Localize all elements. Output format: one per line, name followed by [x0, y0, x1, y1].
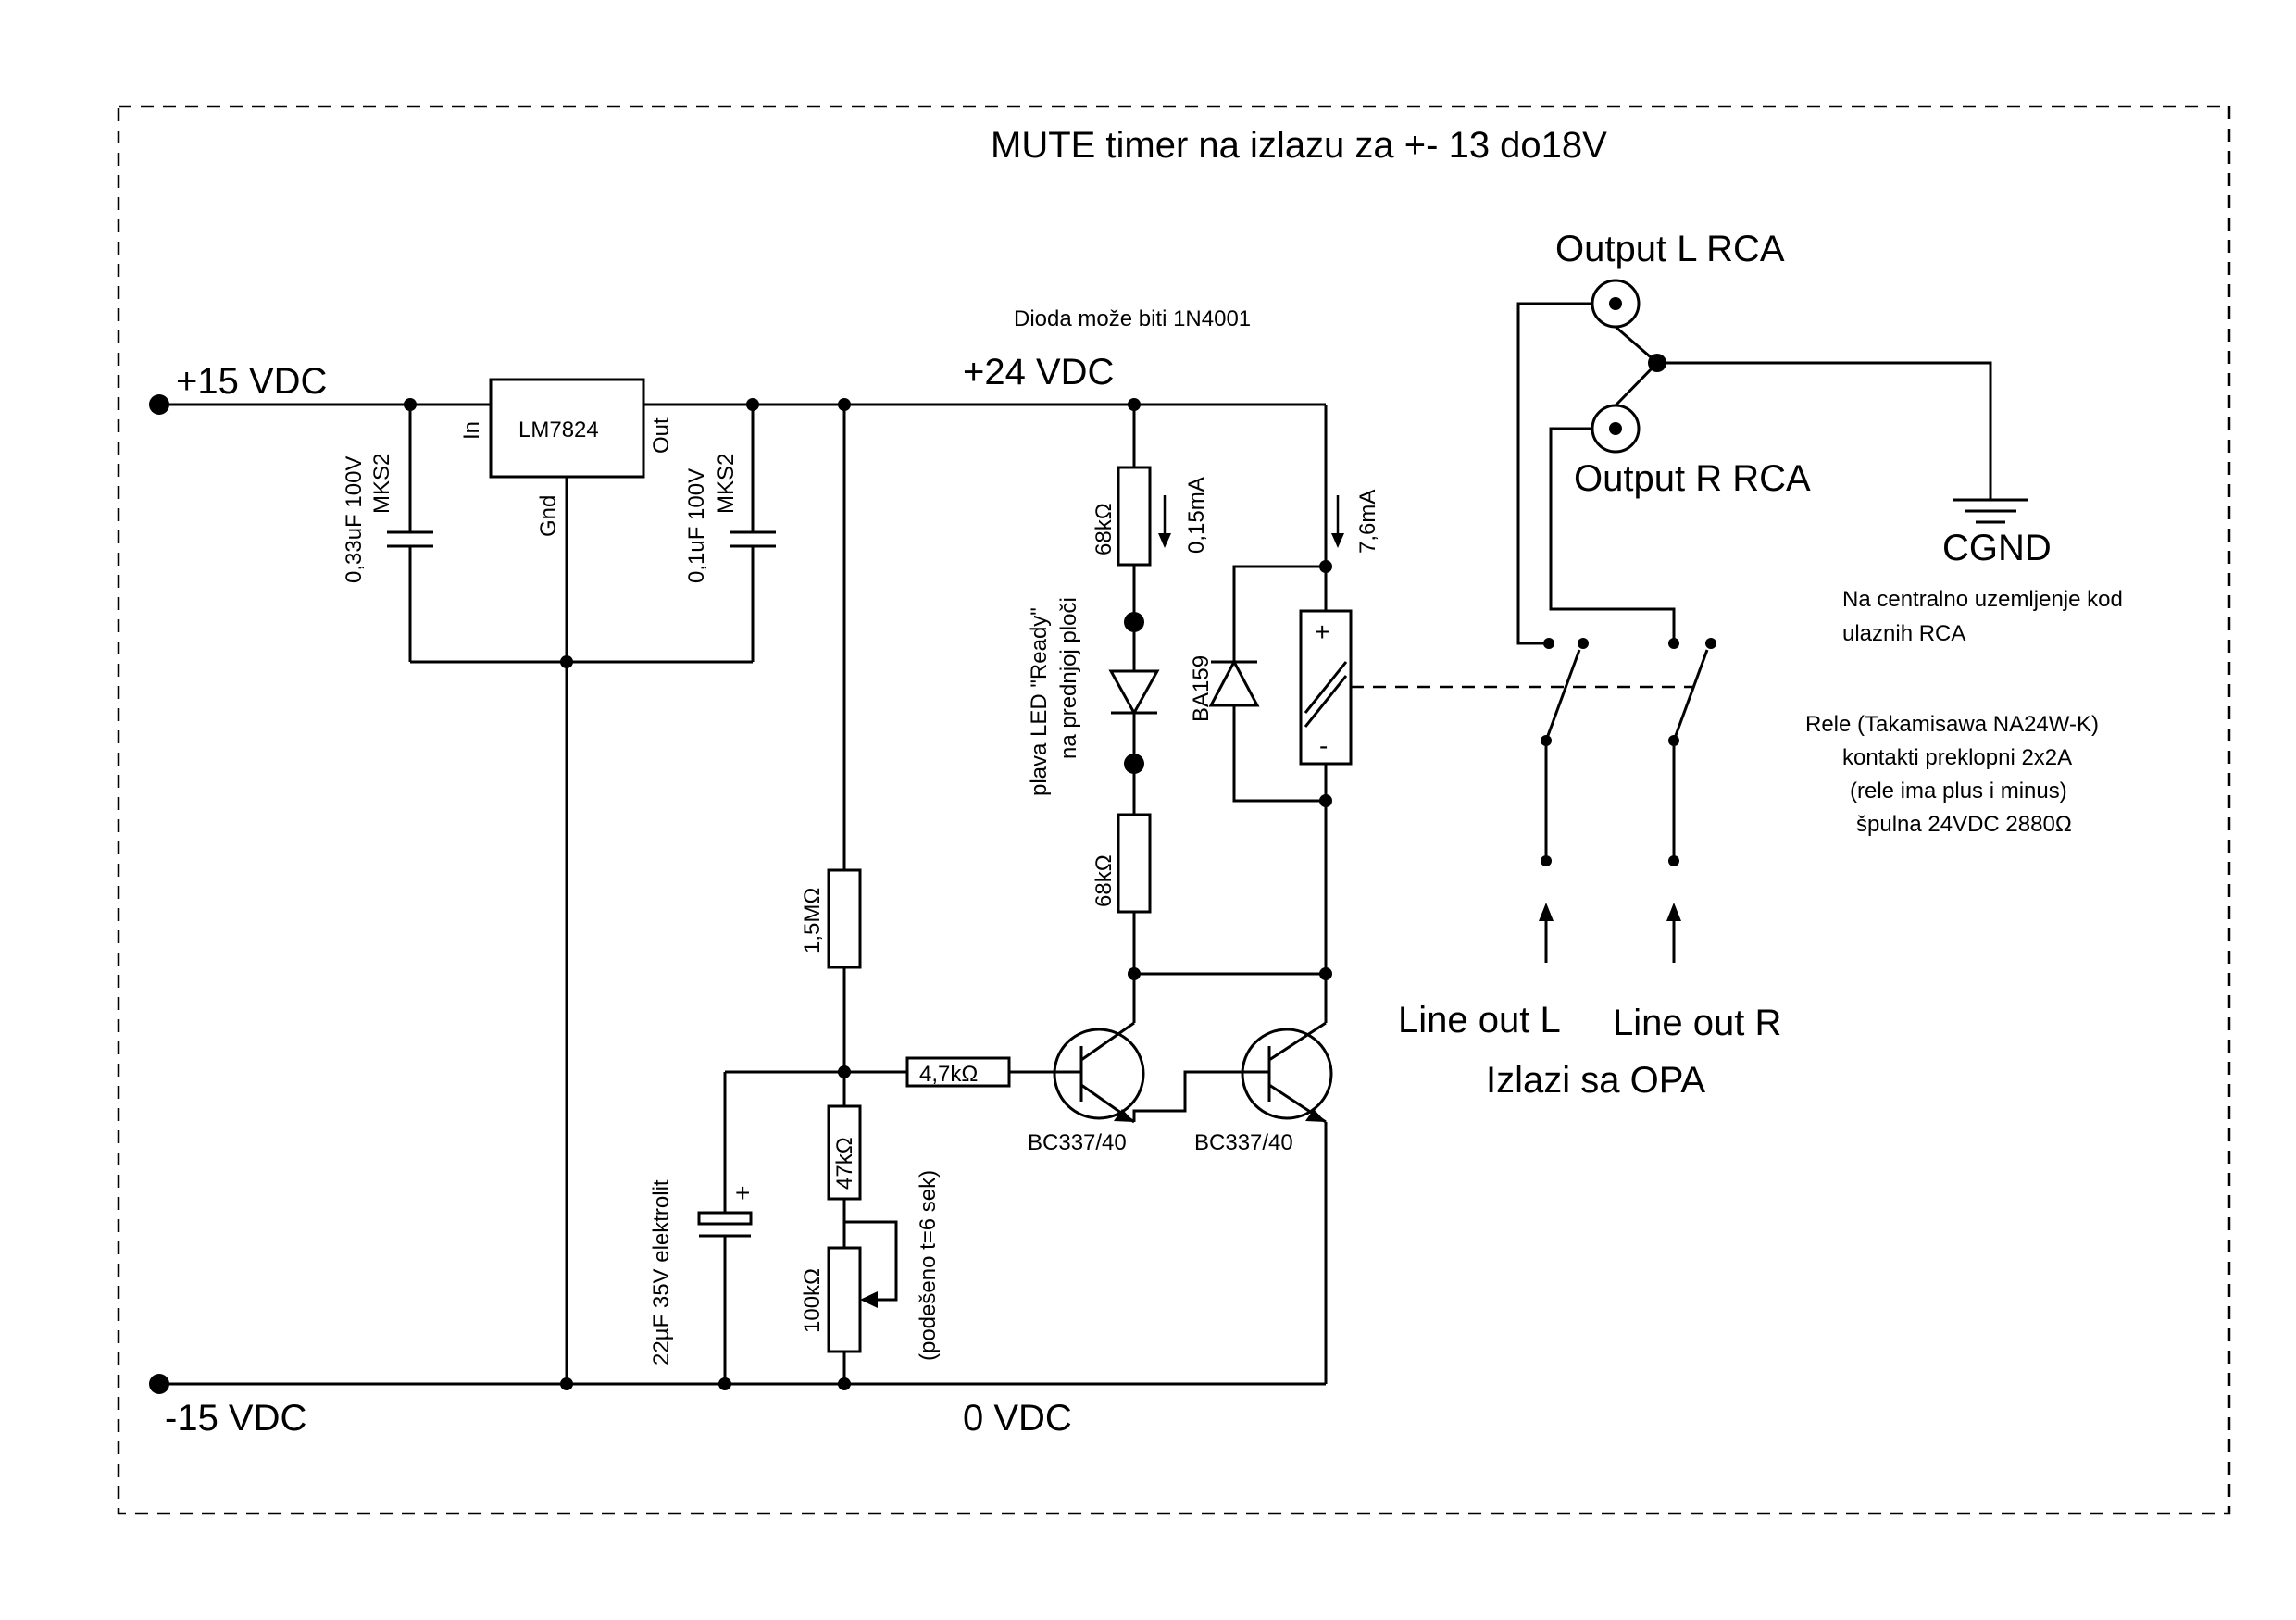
contact-l-no	[1578, 638, 1589, 649]
arrow-relay-current-head	[1331, 533, 1344, 548]
relay-plus: +	[1315, 617, 1329, 646]
regulator-pin-out: Out	[649, 417, 674, 454]
q2-emitter-arrow	[1305, 1109, 1326, 1122]
input-left-label: Line out L	[1398, 1000, 1561, 1041]
pot-note: (podešeno t=6 sek)	[916, 1170, 941, 1361]
resistor-led-top	[1117, 466, 1152, 567]
led	[1108, 669, 1160, 717]
relay-note-1: Rele (Takamisawa NA24W-K)	[1805, 712, 2099, 737]
frame	[117, 105, 2231, 1515]
arrow-line-left-head	[1539, 903, 1554, 921]
arrow-led-current-head	[1158, 533, 1171, 548]
cap-out-value: 0,1uF 100V	[684, 468, 709, 583]
title: MUTE timer na izlazu za +- 13 do18V	[991, 125, 1607, 166]
q1-emitter-arrow	[1114, 1109, 1134, 1122]
wire-rca-right-shield	[1614, 361, 1659, 407]
pot-wiper-arrow	[860, 1291, 878, 1308]
regulator-pin-gnd: Gnd	[536, 495, 561, 537]
contact-l-nc	[1543, 638, 1554, 649]
resistor-bias	[827, 868, 862, 969]
node-led	[1128, 398, 1141, 411]
wire-cgnd	[1657, 361, 1992, 500]
resistor-led-bottom	[1117, 813, 1152, 914]
wire-out-left	[1516, 302, 1592, 645]
diode-label: BA159	[1189, 655, 1214, 722]
q1-collector	[1080, 1021, 1135, 1062]
contact-r-nc	[1668, 638, 1679, 649]
label-plus15: +15 VDC	[176, 361, 327, 402]
ecap-label: 22µF 35V elektrolit	[649, 1179, 674, 1365]
arrow-line-right-head	[1666, 903, 1681, 921]
potentiometer	[827, 1246, 862, 1353]
cap-in-value: 0,33uF 100V	[342, 456, 367, 583]
rca-left-pin	[1609, 297, 1622, 310]
node-collector-left	[1128, 967, 1141, 980]
node-gnd	[560, 655, 573, 668]
resistor-base-label: 4,7kΩ	[919, 1062, 978, 1087]
resistor-base	[905, 1056, 1011, 1088]
resistor-led-top-label: 68kΩ	[1092, 503, 1117, 555]
current-led: 0,15mA	[1184, 477, 1209, 554]
rca-right-pin	[1609, 422, 1622, 435]
resistor-timer-label: 47kΩ	[832, 1137, 857, 1190]
label-plus24: +24 VDC	[963, 352, 1114, 393]
node-cout	[746, 398, 759, 411]
output-left-label: Output L RCA	[1555, 229, 1785, 269]
relay-note-4: špulna 24VDC 2880Ω	[1856, 812, 2072, 837]
output-right-label: Output R RCA	[1574, 458, 1811, 499]
input-right-label: Line out R	[1613, 1003, 1781, 1043]
transistor-q2	[1241, 1028, 1333, 1120]
relay-coil-stroke2	[1304, 675, 1348, 728]
input-source-label: Izlazi sa OPA	[1486, 1060, 1705, 1101]
current-relay: 7,6mA	[1355, 490, 1380, 554]
relay-minus: -	[1319, 731, 1328, 760]
regulator	[489, 378, 645, 479]
contact-l-terminal	[1541, 855, 1552, 866]
ecap-plus: +	[735, 1178, 750, 1207]
led-pin-bottom	[1124, 754, 1144, 774]
cap-out-type: MKS2	[714, 454, 739, 514]
label-minus15: -15 VDC	[165, 1398, 306, 1439]
wire-out-right	[1549, 427, 1676, 643]
contact-r-no	[1705, 638, 1716, 649]
led-label-line2: na prednjoj ploči	[1056, 597, 1081, 759]
diode-note: Dioda može biti 1N4001	[1014, 306, 1251, 331]
resistor-bias-label: 1,5MΩ	[800, 888, 825, 953]
contact-r-terminal	[1668, 855, 1679, 866]
ground-note-1: Na centralno uzemljenje kod	[1842, 587, 2123, 612]
ground-label: CGND	[1942, 528, 2052, 568]
relay-coil-stroke1	[1304, 661, 1348, 714]
relay-note-2: kontakti preklopni 2x2A	[1842, 745, 2072, 770]
regulator-name: LM7824	[518, 417, 599, 442]
wire-q1-emitter	[1132, 1070, 1243, 1122]
cap-in-type: MKS2	[369, 454, 394, 514]
transistor-q1	[1053, 1028, 1145, 1120]
q1-label: BC337/40	[1028, 1130, 1127, 1155]
resistor-led-bottom-label: 68kΩ	[1092, 854, 1117, 907]
label-zero: 0 VDC	[963, 1398, 1072, 1439]
q2-collector	[1268, 1021, 1327, 1062]
diode	[1208, 658, 1260, 707]
q2-label: BC337/40	[1194, 1130, 1293, 1155]
regulator-pin-in: In	[459, 421, 484, 440]
led-pin-top	[1124, 612, 1144, 632]
contact-r-blade	[1672, 649, 1709, 741]
node-zero-gnd	[560, 1377, 573, 1390]
ecap-plate	[697, 1211, 753, 1226]
led-label-line1: plava LED "Ready"	[1027, 607, 1052, 796]
pot-wiper-loop	[844, 1220, 898, 1302]
relay-note-3: (rele ima plus i minus)	[1850, 779, 2067, 804]
contact-l-blade	[1544, 649, 1581, 741]
node-cin	[404, 398, 417, 411]
pot-label: 100kΩ	[800, 1268, 825, 1333]
ground-note-2: ulaznih RCA	[1842, 621, 1965, 646]
